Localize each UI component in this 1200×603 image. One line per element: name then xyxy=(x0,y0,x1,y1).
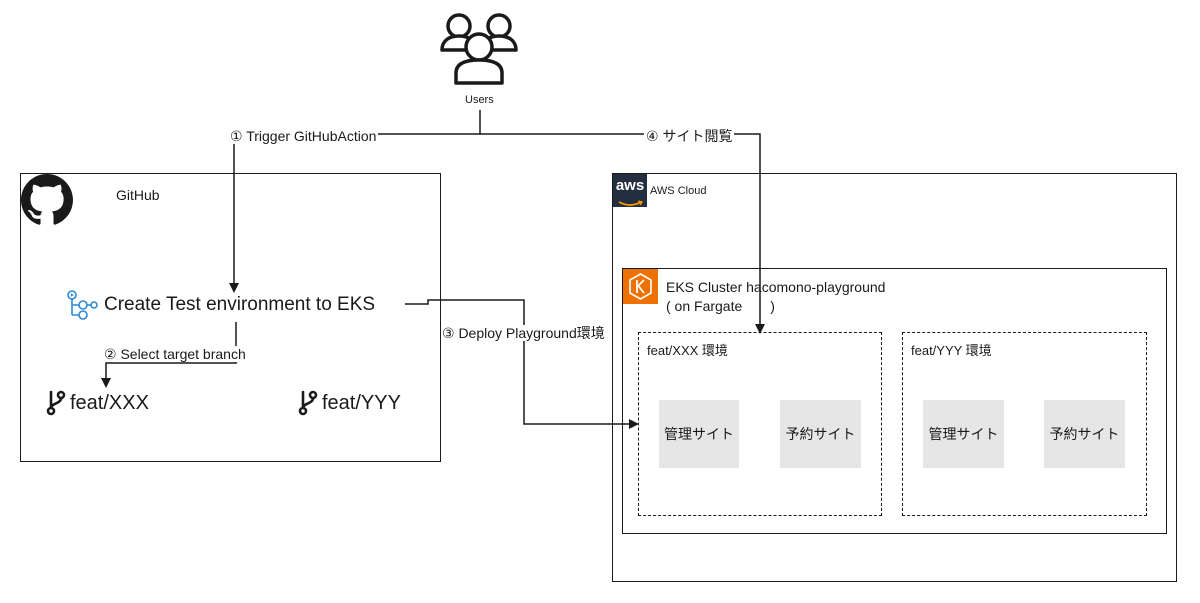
aws-logo-text: aws xyxy=(615,177,645,194)
site-booking-xxx: 予約サイト xyxy=(780,400,861,468)
environment-feat-yyy-title: feat/YYY 環境 xyxy=(911,343,992,358)
aws-smile-icon xyxy=(618,200,644,206)
workflow-node: Create Test environment to EKS xyxy=(66,289,375,321)
site-admin-yyy: 管理サイト xyxy=(923,400,1004,468)
eks-subtitle: ( on Fargate ) xyxy=(666,298,775,314)
github-actions-icon xyxy=(67,290,98,320)
aws-cloud-container: aws AWS Cloud xyxy=(612,173,1177,582)
workflow-label: Create Test environment to EKS xyxy=(104,294,376,315)
environment-feat-xxx: feat/XXX 環境 xyxy=(638,332,882,516)
eks-cluster-container: EKS Cluster hacomono-playground ( on Far… xyxy=(622,268,1167,534)
edge-browse xyxy=(480,133,765,334)
github-icon xyxy=(21,174,73,225)
environment-feat-yyy: feat/YYY 環境 xyxy=(902,332,1147,516)
aws-title: AWS Cloud xyxy=(650,185,707,197)
branch-yyy: feat/YYY xyxy=(298,390,401,416)
site-booking-yyy: 予約サイト xyxy=(1044,400,1125,468)
branch-xxx-label: feat/XXX xyxy=(70,391,149,414)
eks-title: EKS Cluster hacomono-playground xyxy=(666,279,886,295)
users-node: Users xyxy=(440,10,520,106)
github-container: GitHub xyxy=(20,173,441,462)
branch-yyy-label: feat/YYY xyxy=(322,391,401,414)
git-branch-icon xyxy=(298,390,318,416)
edge-deploy xyxy=(405,299,639,429)
edge-label-browse: ④ サイト閲覧 xyxy=(644,128,735,144)
eks-icon xyxy=(623,269,658,304)
git-branch-icon xyxy=(46,390,66,416)
edge-select-branch xyxy=(101,322,237,388)
users-label: Users xyxy=(465,94,494,106)
edge-label-deploy: ③ Deploy Playground環境 xyxy=(440,325,607,341)
github-title: GitHub xyxy=(116,187,160,203)
edge-label-select-branch: ② Select target branch xyxy=(102,346,248,362)
branch-xxx: feat/XXX xyxy=(46,390,149,416)
edge-label-trigger: ① Trigger GitHubAction xyxy=(228,128,379,144)
aws-logo: aws xyxy=(613,174,647,207)
environment-feat-xxx-title: feat/XXX 環境 xyxy=(647,343,728,358)
users-icon xyxy=(440,13,518,85)
site-admin-xxx: 管理サイト xyxy=(659,400,739,468)
